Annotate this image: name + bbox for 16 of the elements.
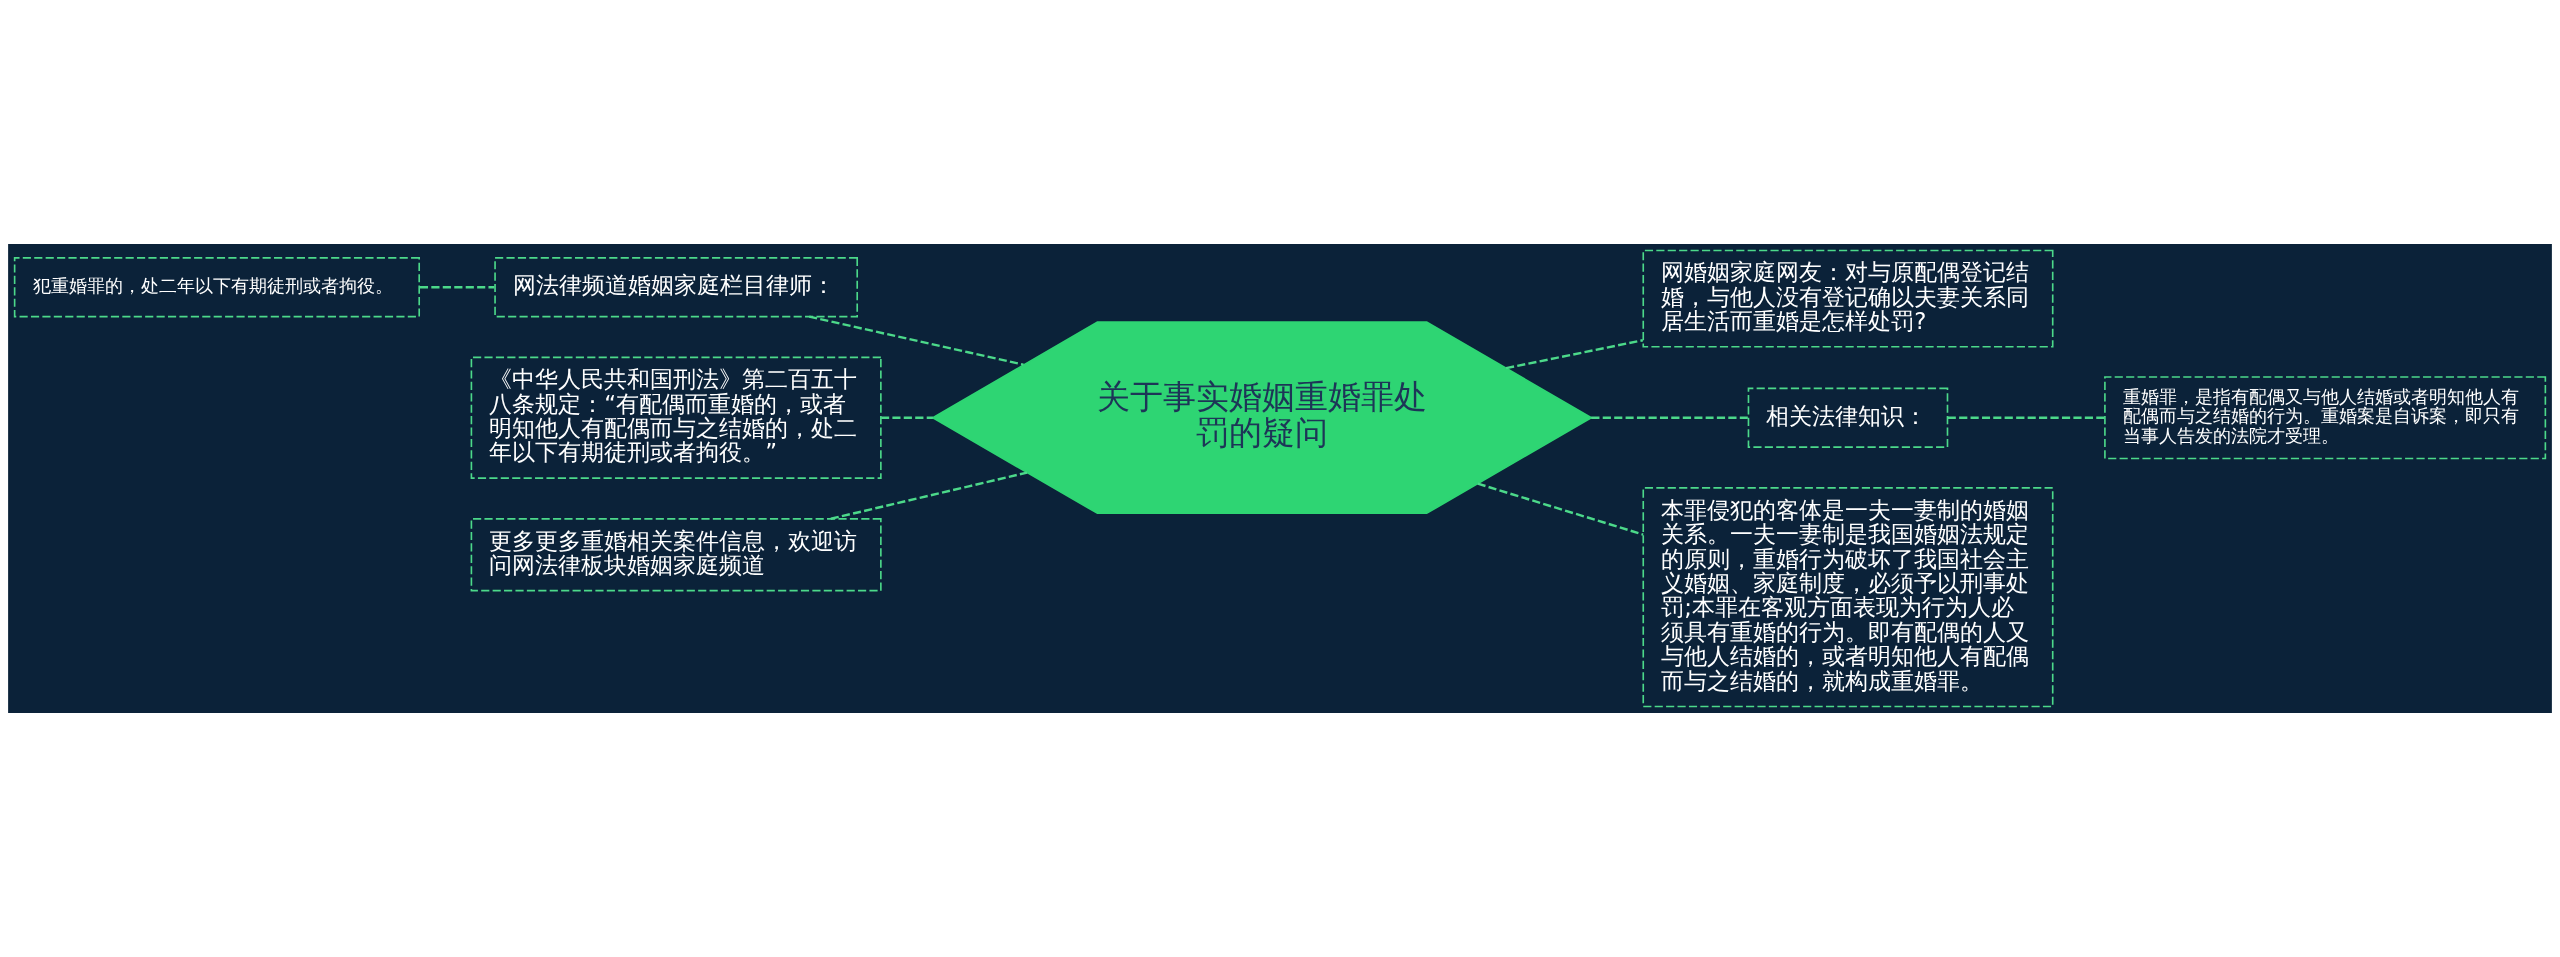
- connector: [1947, 416, 2105, 419]
- connector: [1591, 416, 1749, 419]
- connector: [1477, 482, 1644, 536]
- connector: [881, 416, 933, 419]
- node-box: 本罪侵犯的客体是一夫一妻制的婚姻关系。一夫一妻制是我国婚姻法规定的原则，重婚行为破坏了我国社会主义婚姻、家庭制度，必须予以刑事处罚;本罪在客观方面表现为行为人必须具有重婚的行为。即有配偶的人又与他人结婚的，或者明知他人有配偶而与之结婚的，就构成重婚罪。: [1642, 487, 2054, 708]
- node-box: 犯重婚罪的，处二年以下有期徒刑或者拘役。: [13, 257, 420, 318]
- connector: [419, 286, 495, 289]
- node-box: 网婚姻家庭网友：对与原配偶登记结婚，与他人没有登记确以夫妻关系同居生活而重婚是怎样处罚?: [1642, 249, 2054, 348]
- node-box: 《中华人民共和国刑法》第二百五十八条规定：“有配偶而重婚的，或者明知他人有配偶而与之结婚的，处二年以下有期徒刑或者拘役。”: [470, 356, 882, 479]
- connector: [830, 471, 1028, 520]
- node-box: 网法律频道婚姻家庭栏目律师：: [494, 257, 859, 318]
- connector: [1505, 339, 1644, 370]
- node-box: 相关法律知识：: [1747, 387, 1949, 448]
- connector: [809, 315, 1024, 366]
- node-box: 重婚罪，是指有配偶又与他人结婚或者明知他人有配偶而与之结婚的行为。重婚案是自诉案，即只有当事人告发的法院才受理。: [2104, 376, 2547, 460]
- node-box: 更多更多重婚相关案件信息，欢迎访问网法律板块婚姻家庭频道: [470, 518, 882, 592]
